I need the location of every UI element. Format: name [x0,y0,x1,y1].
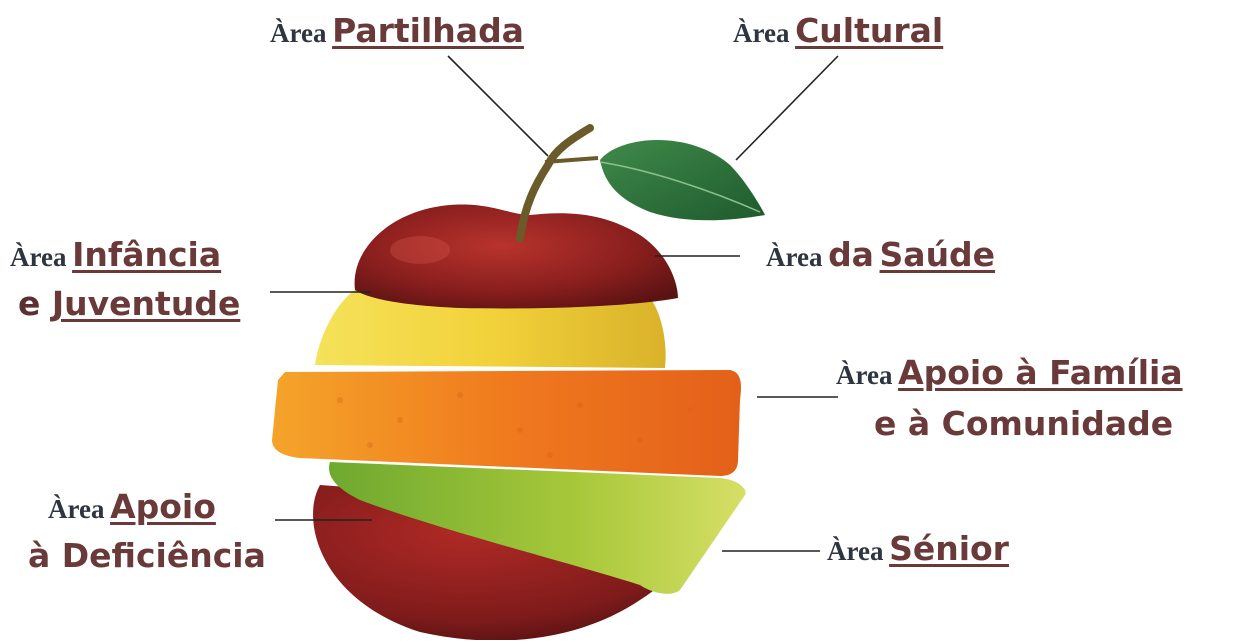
connector-lines [270,55,839,552]
label-line2-key: Juventude [51,284,241,324]
label-prefix: Àrea [270,18,327,48]
label-line2-key: e à Comunidade [874,404,1174,444]
yellow-apple-slice [315,290,666,368]
label-key: Saúde [879,235,996,274]
label-key: Partilhada [332,11,524,50]
label-key: Apoio à Família [898,353,1183,392]
label-prefix: Àrea [10,242,67,272]
label-key: Apoio [110,487,216,526]
apple-stem [516,124,594,242]
label-area-cultural: Àrea Cultural [733,10,943,51]
label-prefix: Àrea [827,536,884,566]
label-key: Infância [72,235,222,274]
apple-leaf [600,140,765,221]
label-prefix: Àrea [48,494,105,524]
connector-partilhada [447,55,549,157]
label-prefix: Àrea [836,360,893,390]
label-line2: e Juventude [10,283,240,324]
label-area-partilhada: Àrea Partilhada [270,10,524,51]
label-line2-key: à Deficiência [28,536,266,576]
label-area-infancia-juventude: Àrea Infância e Juventude [10,234,240,325]
green-apple-slice [329,462,746,594]
label-mid: da [828,235,874,274]
label-area-apoio-deficiencia: Àrea Apoio à Deficiência [28,486,266,577]
label-line2-prefix: e [18,284,41,324]
label-area-saude: Àrea da Saúde [766,234,995,275]
connector-cultural [735,55,839,161]
orange-slice [272,370,741,476]
label-key: Sénior [889,529,1009,568]
label-prefix: Àrea [766,242,823,272]
label-key: Cultural [795,11,944,50]
label-area-apoio-familia: Àrea Apoio à Família e à Comunidade [836,352,1183,445]
orange-texture [337,392,693,458]
apple-top-slice [354,204,678,309]
label-area-senior: Àrea Sénior [827,528,1009,569]
label-prefix: Àrea [733,18,790,48]
